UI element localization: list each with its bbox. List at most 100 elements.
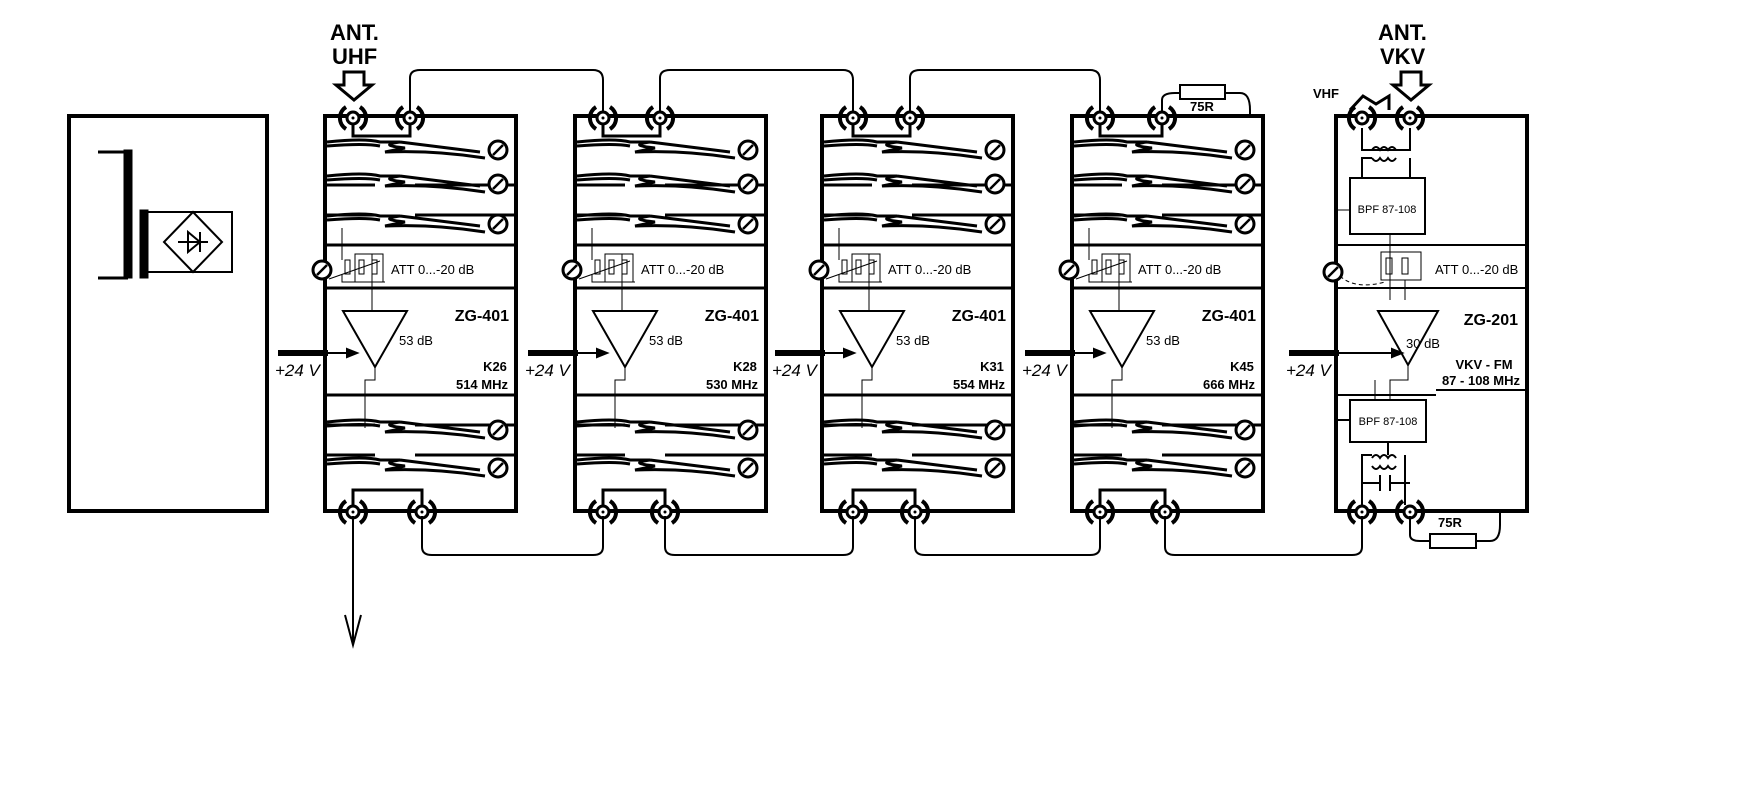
power-input-line	[775, 350, 825, 356]
attenuator-label: ATT 0...-20 dB	[888, 262, 971, 277]
terminator-top-resistor	[1179, 84, 1226, 100]
trimmer-screw-icon[interactable]	[487, 139, 509, 161]
frequency-label: 87 - 108 MHz	[1442, 373, 1521, 388]
trimmer-screw-icon[interactable]	[984, 419, 1006, 441]
terminator-bottom-wire	[1409, 512, 1501, 542]
attenuator-icon	[825, 228, 882, 310]
frequency-label: 530 MHz	[706, 377, 759, 392]
module-model-label: ZG-201	[1464, 312, 1518, 329]
band-label: VKV - FM	[1455, 357, 1512, 372]
power-label: +24 V	[772, 361, 819, 380]
trimmer-screw-icon[interactable]	[984, 457, 1006, 479]
trimmer-screw-icon[interactable]	[1322, 261, 1344, 283]
trimmer-screw-icon[interactable]	[487, 173, 509, 195]
power-input-line	[528, 350, 578, 356]
attenuator-label: ATT 0...-20 dB	[641, 262, 724, 277]
bpf-bottom-label: BPF 87-108	[1359, 416, 1418, 428]
ant-uhf-label-2: UHF	[332, 44, 377, 69]
attenuator-icon	[578, 228, 635, 310]
trimmer-screw-icon[interactable]	[984, 173, 1006, 195]
power-label: +24 V	[1022, 361, 1069, 380]
trimmer-screw-icon[interactable]	[984, 139, 1006, 161]
amplifier-triangle-icon	[341, 310, 409, 370]
trimmer-screw-icon[interactable]	[1234, 457, 1256, 479]
trimmer-screw-icon[interactable]	[984, 213, 1006, 235]
power-label: +24 V	[1286, 361, 1333, 380]
loop-connector[interactable]	[645, 105, 675, 131]
terminator-bottom-resistor	[1429, 533, 1477, 549]
amplifier-triangle-icon	[1376, 310, 1440, 368]
power-label: +24 V	[525, 361, 572, 380]
link-top-2-3	[659, 69, 854, 112]
input-connector[interactable]	[1085, 105, 1115, 131]
terminated-connector[interactable]	[1395, 499, 1425, 525]
bpf-top-label: BPF 87-108	[1358, 204, 1417, 216]
gain-label: 53 dB	[649, 333, 683, 348]
channel-label: K28	[733, 359, 757, 374]
trimmer-screw-icon[interactable]	[487, 419, 509, 441]
terminator-top-label: 75R	[1190, 99, 1214, 114]
link-bottom-3-4	[914, 516, 1101, 556]
trimmer-screw-icon[interactable]	[561, 259, 583, 281]
vkv-input-connector[interactable]	[1395, 105, 1425, 131]
frequency-label: 666 MHz	[1203, 377, 1256, 392]
attenuator-label: ATT 0...-20 dB	[1138, 262, 1221, 277]
output-connector[interactable]	[588, 499, 618, 525]
power-input-line	[1289, 350, 1339, 356]
power-input-line	[1025, 350, 1075, 356]
trimmer-screw-icon[interactable]	[487, 213, 509, 235]
vhf-label: VHF	[1313, 86, 1339, 101]
channel-label: K45	[1230, 359, 1254, 374]
link-top-3-4	[909, 69, 1101, 112]
gain-label: 53 dB	[1146, 333, 1180, 348]
link-bottom-2-3	[664, 516, 854, 556]
trimmer-screw-icon[interactable]	[1234, 173, 1256, 195]
power-supply-unit	[67, 114, 269, 513]
trimmer-screw-icon[interactable]	[1058, 259, 1080, 281]
channel-label: K26	[483, 359, 507, 374]
link-top-1-2	[409, 69, 604, 112]
attenuator-icon	[328, 228, 385, 310]
vhf-connector[interactable]	[1347, 105, 1377, 131]
trimmer-screw-icon[interactable]	[1234, 213, 1256, 235]
input-connector[interactable]	[338, 105, 368, 131]
gain-label: 30 dB	[1406, 336, 1440, 351]
trimmer-screw-icon[interactable]	[1234, 419, 1256, 441]
output-line	[344, 516, 362, 649]
module-model-label: ZG-401	[1202, 308, 1256, 325]
uhf-input-arrow	[331, 70, 377, 102]
gain-label: 53 dB	[896, 333, 930, 348]
terminator-bottom-label: 75R	[1438, 515, 1462, 530]
frequency-label: 514 MHz	[456, 377, 509, 392]
trimmer-screw-icon[interactable]	[737, 173, 759, 195]
bpf-top-box	[1349, 177, 1426, 235]
trimmer-screw-icon[interactable]	[1234, 139, 1256, 161]
trimmer-screw-icon[interactable]	[737, 419, 759, 441]
channel-label: K31	[980, 359, 1004, 374]
attenuator-icon	[1075, 228, 1132, 310]
link-bottom-4-5	[1164, 516, 1363, 556]
vkv-input-arrow	[1388, 70, 1434, 102]
attenuator-label: ATT 0...-20 dB	[1435, 262, 1518, 277]
power-label: +24 V	[275, 361, 322, 380]
module-model-label: ZG-401	[705, 308, 759, 325]
trimmer-screw-icon[interactable]	[487, 457, 509, 479]
trimmer-screw-icon[interactable]	[737, 213, 759, 235]
ant-uhf-label-1: ANT.	[330, 20, 379, 45]
module-model-label: ZG-401	[455, 308, 509, 325]
transformer-icon	[1361, 128, 1411, 178]
output-connector[interactable]	[1085, 499, 1115, 525]
trimmer-screw-icon[interactable]	[737, 457, 759, 479]
trimmer-screw-icon[interactable]	[737, 139, 759, 161]
trimmer-screw-icon[interactable]	[808, 259, 830, 281]
link-bottom-1-2	[421, 516, 604, 556]
module-model-label: ZG-401	[952, 308, 1006, 325]
loop-connector[interactable]	[1147, 105, 1177, 131]
ant-vkv-label-2: VKV	[1380, 44, 1426, 69]
ant-vkv-label-1: ANT.	[1378, 20, 1427, 45]
trimmer-screw-icon[interactable]	[311, 259, 333, 281]
